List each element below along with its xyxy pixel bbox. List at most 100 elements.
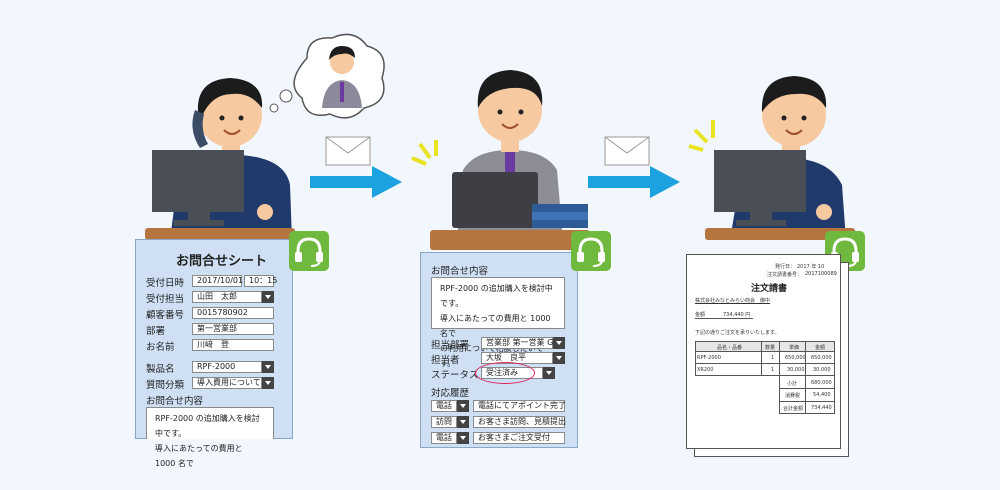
name-field[interactable]: 川﨑 登 bbox=[192, 339, 274, 351]
desk-middle bbox=[430, 230, 590, 250]
sparkle-icon bbox=[688, 120, 715, 152]
total-label: 消費税 bbox=[785, 393, 801, 399]
cell: 30,000 bbox=[787, 367, 805, 373]
order-table: 品名・品番 数量 単価 金額 RPF-2000 1 650,000 650,00… bbox=[695, 341, 835, 414]
order-number-label: 注文請書番号： bbox=[767, 272, 803, 278]
field-label-question-category: 質問分類 bbox=[146, 380, 185, 391]
field-label-name: お名前 bbox=[146, 342, 175, 353]
assigned-department-select[interactable]: 営業部 第一営業 G bbox=[481, 337, 553, 349]
inquiry-text-line: RPF-2000 の追加購入を検討中です。 bbox=[440, 284, 553, 308]
col-divider bbox=[761, 341, 762, 376]
table-row bbox=[695, 352, 835, 364]
status-highlight-circle bbox=[475, 362, 535, 384]
laptop bbox=[452, 172, 588, 228]
case-sheet: お問合せ内容 RPF-2000 の追加購入を検討中です。 導入にあたっての費用と… bbox=[420, 252, 578, 448]
inquiry-content-box[interactable]: RPF-2000 の追加購入を検討中です。 導入にあたっての費用と 1000 名… bbox=[431, 277, 565, 368]
total-label: 合計金額 bbox=[783, 406, 804, 412]
flow-arrow-2 bbox=[588, 166, 680, 198]
history-type-select[interactable]: 電話 bbox=[431, 432, 457, 444]
desk-right bbox=[705, 228, 855, 240]
envelope-icon bbox=[325, 136, 371, 166]
total-value: 680,000 bbox=[811, 380, 832, 386]
table-header-bg bbox=[695, 341, 835, 352]
sparkle-icon bbox=[411, 140, 438, 166]
field-label-product: 製品名 bbox=[146, 364, 175, 375]
chevron-down-icon[interactable] bbox=[262, 291, 274, 303]
field-label-reception-datetime: 受付日時 bbox=[146, 278, 185, 289]
reception-date-field[interactable]: 2017/10/01 bbox=[192, 275, 243, 287]
chevron-down-icon[interactable] bbox=[262, 377, 274, 389]
history-detail-field[interactable]: お客さま訪問、見積提出 bbox=[473, 416, 566, 428]
inquiry-content-label: お問合せ内容 bbox=[431, 266, 489, 277]
thought-bubble bbox=[269, 33, 385, 119]
col-header: 単価 bbox=[789, 345, 800, 351]
history-type-select[interactable]: 電話 bbox=[431, 400, 457, 412]
inquiry-text-line: 導入にあたっての費用と 1000 名で bbox=[440, 314, 551, 338]
inquiry-text-line: 導入にあたっての費用と 1000 名で bbox=[155, 444, 243, 468]
chevron-down-icon[interactable] bbox=[262, 361, 274, 373]
inquiry-content-box[interactable]: RPF-2000 の追加購入を検討中です。 導入にあたっての費用と 1000 名… bbox=[146, 407, 274, 468]
headset-icon bbox=[289, 231, 329, 271]
order-date-label: 発行日： bbox=[775, 264, 796, 270]
field-label-status: ステータス bbox=[431, 370, 479, 381]
inquiry-text-line: RPF-2000 の追加購入を検討中です。 bbox=[155, 414, 260, 438]
col-header: 品名・品番 bbox=[717, 345, 743, 351]
totals-divider bbox=[779, 388, 835, 389]
desk-left bbox=[145, 228, 295, 240]
headset-icon bbox=[825, 231, 865, 271]
chevron-down-icon[interactable] bbox=[553, 352, 565, 364]
field-label-department: 部署 bbox=[146, 326, 166, 337]
chevron-down-icon[interactable] bbox=[553, 337, 565, 349]
reception-staff-select[interactable]: 山田 太郎 bbox=[192, 291, 262, 303]
col-header: 数量 bbox=[765, 345, 776, 351]
question-category-select[interactable]: 導入費用について bbox=[192, 377, 262, 389]
reception-time-field[interactable]: 10：15 bbox=[244, 275, 277, 287]
total-value: 54,400 bbox=[813, 392, 831, 398]
cell: 650,000 bbox=[811, 355, 832, 361]
cell: 30,000 bbox=[813, 367, 831, 373]
inquiry-content-label: お問合せ内容 bbox=[146, 396, 204, 407]
total-value: 734,440 bbox=[811, 405, 832, 411]
cell: RPF-2000 bbox=[697, 355, 721, 361]
cell: 1 bbox=[771, 355, 775, 361]
chevron-down-icon[interactable] bbox=[543, 367, 555, 379]
history-type-select[interactable]: 訪問 bbox=[431, 416, 457, 428]
order-date: 2017 年 10 bbox=[797, 264, 825, 270]
order-form-title: 注文請書 bbox=[751, 284, 788, 294]
chevron-down-icon[interactable] bbox=[457, 416, 469, 428]
department-field[interactable]: 第一営業部 bbox=[192, 323, 274, 335]
chevron-down-icon[interactable] bbox=[457, 400, 469, 412]
field-label-customer-number: 顧客番号 bbox=[146, 310, 185, 321]
history-detail-field[interactable]: お客さまご注文受付 bbox=[473, 432, 565, 444]
inquiry-sheet: お問合せシート 受付日時 2017/10/01 10：15 受付担当 山田 太郎… bbox=[135, 239, 293, 468]
flow-arrow-1 bbox=[310, 166, 402, 198]
col-header: 金額 bbox=[815, 345, 826, 351]
cell: XR200 bbox=[697, 367, 714, 373]
order-note: 下記の通りご注文を承りいたします。 bbox=[695, 330, 780, 336]
col-divider bbox=[805, 341, 806, 414]
cell: 650,000 bbox=[785, 355, 806, 361]
amount-underline bbox=[695, 318, 753, 319]
field-label-assignee: 担当者 bbox=[431, 355, 460, 366]
totals-box bbox=[779, 376, 835, 414]
history-detail-field[interactable]: 電話にてアポイント完了 bbox=[473, 400, 566, 412]
inquiry-sheet-title: お問合せシート bbox=[176, 254, 268, 269]
chevron-down-icon[interactable] bbox=[457, 432, 469, 444]
product-select[interactable]: RPF-2000 bbox=[192, 361, 262, 373]
totals-divider bbox=[779, 401, 835, 402]
field-label-assigned-department: 担当部署 bbox=[431, 340, 470, 351]
monitor-right bbox=[714, 150, 806, 226]
table-row bbox=[695, 364, 835, 376]
monitor-left bbox=[152, 150, 244, 226]
amount-label: 金額 bbox=[695, 312, 706, 318]
envelope-icon bbox=[604, 136, 650, 166]
history-label: 対応履歴 bbox=[431, 388, 470, 399]
customer-name: 株式会社みなとみらい商会 御中 bbox=[695, 298, 771, 304]
order-number: 2017100089 bbox=[805, 271, 837, 277]
amount-value: 734,440 円 bbox=[723, 312, 751, 318]
customer-number-field[interactable]: 0015780902 bbox=[192, 307, 274, 319]
cell: 1 bbox=[771, 367, 775, 373]
headset-icon bbox=[571, 231, 611, 271]
field-label-reception-staff: 受付担当 bbox=[146, 294, 185, 305]
order-form: 発行日： 2017 年 10 注文請書番号： 2017100089 注文請書 株… bbox=[686, 254, 841, 449]
